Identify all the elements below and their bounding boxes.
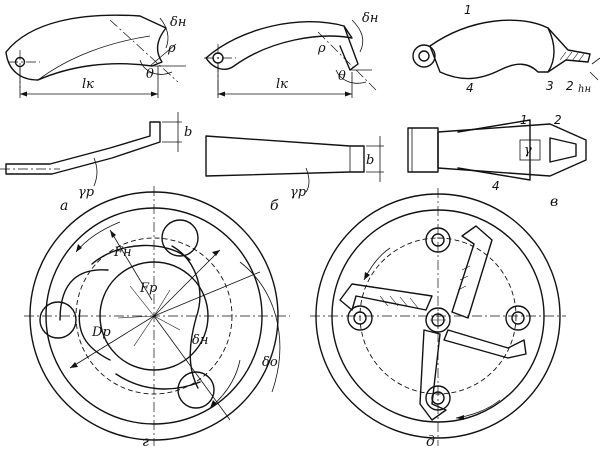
knife-v-blade <box>429 19 555 80</box>
figure-d: д <box>310 188 566 450</box>
caption-g: г <box>142 434 149 450</box>
knife-b-blade <box>205 21 353 70</box>
label-d-p: Dр <box>91 325 111 340</box>
part-number-1-bottom: 1 <box>520 113 528 127</box>
pin-d-3 <box>505 305 531 331</box>
part-number-2-bottom: 2 <box>554 113 562 127</box>
part-number-3-side: 3 <box>546 79 554 93</box>
caption-b: б <box>270 198 279 214</box>
figure-g: Fн Fр Dр δн δо г <box>24 186 290 450</box>
angle-arc-delta-o <box>239 261 281 393</box>
label-gamma-p-b: γр <box>290 185 307 200</box>
label-theta-b: θ <box>338 69 346 84</box>
knife-b-profile <box>205 135 365 177</box>
label-b-a: b <box>184 125 192 140</box>
label-b-b: b <box>366 153 374 168</box>
pin-g-3 <box>177 371 215 409</box>
caption-d: д <box>426 434 435 450</box>
part-number-4-bottom: 4 <box>492 179 500 193</box>
knife-d-3 <box>419 329 447 421</box>
hub-d <box>425 307 451 333</box>
label-delta-o: δо <box>262 355 278 370</box>
label-rho-b: ρ <box>317 41 326 56</box>
angle-arc-delta-a <box>159 17 169 49</box>
label-gamma-v: γ <box>524 143 532 158</box>
figure-v: 1 2 3 4 hн γ 1 2 4 в <box>407 3 600 210</box>
label-gamma-p-a: γр <box>78 185 95 200</box>
label-delta-n-a: δн <box>170 15 186 30</box>
label-theta-a: θ <box>146 67 154 82</box>
part-number-2-side: 2 <box>566 79 574 93</box>
pin-d-1 <box>425 227 451 253</box>
label-f-n: Fн <box>113 245 132 260</box>
label-lk-b: lк <box>276 77 288 92</box>
pin-g-2 <box>161 219 199 257</box>
part-number-1-side: 1 <box>464 3 472 17</box>
label-f-p: Fр <box>139 281 158 296</box>
knife-a-blade <box>5 14 167 81</box>
label-h-n: hн <box>578 84 591 95</box>
angle-arc-theta-a <box>139 59 173 75</box>
knife-g-3 <box>115 373 201 390</box>
figure-a: lк δн ρ θ b γр а <box>0 14 192 214</box>
pin-d-2 <box>347 305 373 331</box>
figure-b: lк δн ρ θ b γр б <box>204 11 384 214</box>
knife-a-profile <box>5 121 161 175</box>
pin-d-4 <box>425 385 451 411</box>
part-number-4-side: 4 <box>466 81 474 95</box>
knife-d-2 <box>339 283 433 311</box>
label-rho-a: ρ <box>167 41 176 56</box>
label-delta-n-b: δн <box>362 11 378 26</box>
hub-v <box>412 44 436 68</box>
label-lk-a: lк <box>82 77 94 92</box>
pin-g-1 <box>39 301 77 339</box>
label-delta-n-g: δн <box>192 333 208 348</box>
caption-v: в <box>550 194 558 210</box>
hub-v-bottom <box>407 127 439 173</box>
caption-a: а <box>60 198 68 214</box>
knife-v-profile <box>437 123 587 177</box>
knife-d-1 <box>451 225 493 319</box>
